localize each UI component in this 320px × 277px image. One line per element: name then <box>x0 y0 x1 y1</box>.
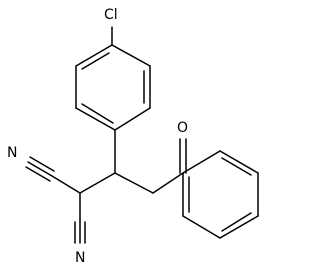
chlorophenyl-ring <box>75 44 151 131</box>
upper-nitrile-triple-bond <box>25 156 55 182</box>
c-to-upper-nitrile-bond <box>51 175 81 194</box>
chlorine-label: Cl <box>104 7 118 23</box>
lower-nitrile-triple-bond <box>74 221 86 244</box>
ch2-to-carbonyl-bond <box>152 172 184 194</box>
carbonyl-double-bond <box>179 138 187 174</box>
nitrile-n-lower-label: N <box>75 250 85 266</box>
phenyl-ring <box>182 150 259 239</box>
ch-to-malononitrile-bond <box>79 172 116 194</box>
ch-to-ch2-bond <box>114 172 154 194</box>
molecule-structure: Cl O N N <box>7 7 259 266</box>
nitrile-n-upper-label: N <box>7 145 17 161</box>
oxygen-label: O <box>177 120 188 136</box>
